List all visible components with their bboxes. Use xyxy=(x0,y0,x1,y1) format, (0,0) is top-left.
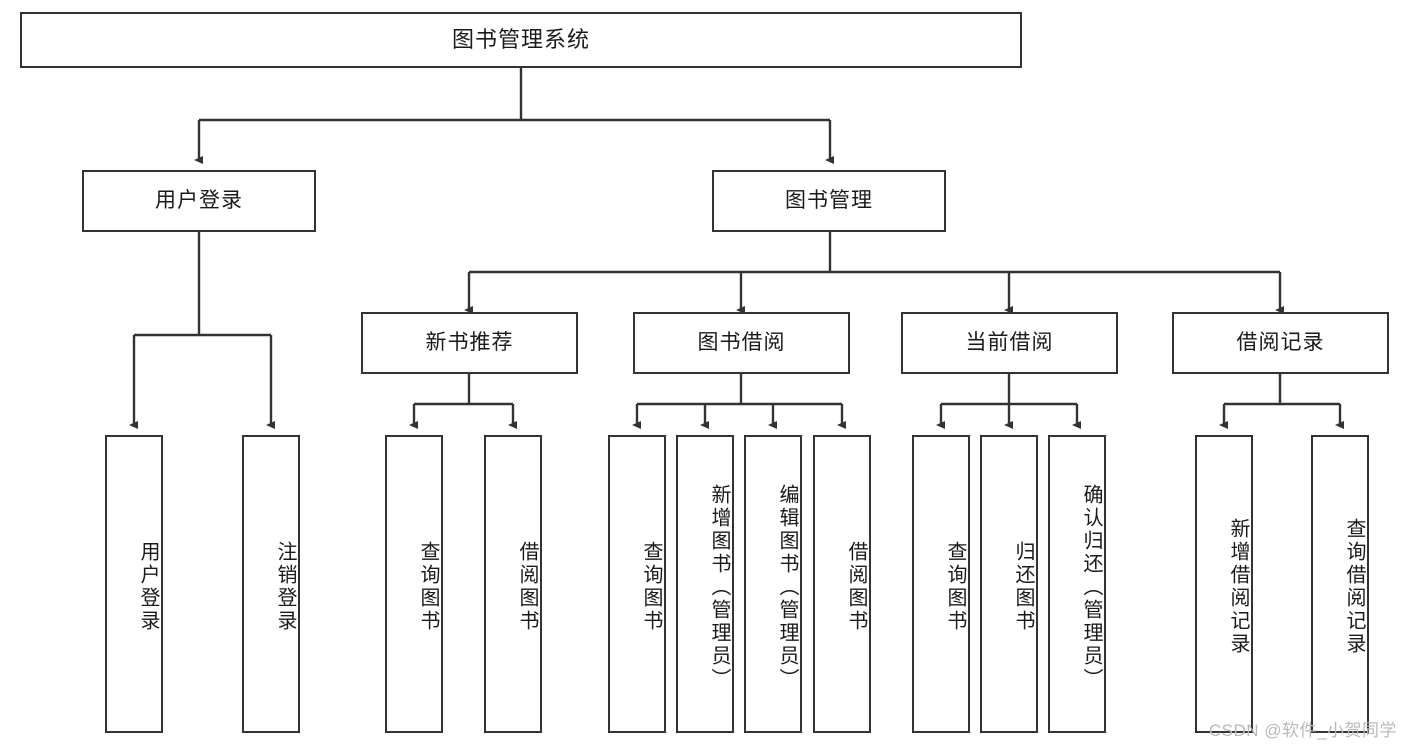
node-label: 借阅记录 xyxy=(1236,331,1325,355)
node-label: 新增借阅记录 xyxy=(1227,518,1249,656)
node-leaf-query-book-current[interactable]: 查询图书 xyxy=(912,435,970,733)
node-leaf-return-book[interactable]: 归还图书 xyxy=(980,435,1038,733)
node-label: 图书管理系统 xyxy=(451,26,590,52)
node-label: 借阅图书 xyxy=(516,541,538,633)
node-label: 确认归还（管理员） xyxy=(1080,483,1102,691)
node-leaf-confirm-return[interactable]: 确认归还（管理员） xyxy=(1048,435,1106,733)
node-label: 查询图书 xyxy=(417,541,439,633)
node-label: 编辑图书（管理员） xyxy=(776,483,798,691)
node-leaf-query-borrow-record[interactable]: 查询借阅记录 xyxy=(1311,435,1369,733)
node-label: 新增图书（管理员） xyxy=(708,483,730,691)
node-label: 图书管理 xyxy=(785,189,873,213)
node-label: 用户登录 xyxy=(137,541,159,633)
node-current-borrow[interactable]: 当前借阅 xyxy=(901,312,1118,374)
node-leaf-add-book[interactable]: 新增图书（管理员） xyxy=(676,435,734,733)
node-label: 查询借阅记录 xyxy=(1343,518,1365,656)
node-leaf-query-book-recommend[interactable]: 查询图书 xyxy=(385,435,443,733)
node-label: 新书推荐 xyxy=(425,331,514,355)
node-leaf-logout-login[interactable]: 注销登录 xyxy=(242,435,300,733)
node-borrow-record[interactable]: 借阅记录 xyxy=(1172,312,1389,374)
node-root-book-management-system[interactable]: 图书管理系统 xyxy=(20,12,1022,68)
node-book-management[interactable]: 图书管理 xyxy=(712,170,946,232)
node-leaf-add-borrow-record[interactable]: 新增借阅记录 xyxy=(1195,435,1253,733)
node-label: 图书借阅 xyxy=(697,331,786,355)
node-leaf-query-book-borrow[interactable]: 查询图书 xyxy=(608,435,666,733)
node-label: 用户登录 xyxy=(155,189,243,213)
node-label: 查询图书 xyxy=(640,541,662,633)
node-leaf-edit-book[interactable]: 编辑图书（管理员） xyxy=(744,435,802,733)
node-leaf-user-login[interactable]: 用户登录 xyxy=(105,435,163,733)
node-user-login[interactable]: 用户登录 xyxy=(82,170,316,232)
node-label: 查询图书 xyxy=(944,541,966,633)
node-leaf-borrow-book[interactable]: 借阅图书 xyxy=(813,435,871,733)
node-label: 注销登录 xyxy=(274,541,296,633)
node-leaf-borrow-book-recommend[interactable]: 借阅图书 xyxy=(484,435,542,733)
node-new-book-recommend[interactable]: 新书推荐 xyxy=(361,312,578,374)
node-label: 归还图书 xyxy=(1012,541,1034,633)
node-label: 当前借阅 xyxy=(965,331,1054,355)
node-book-borrow[interactable]: 图书借阅 xyxy=(633,312,850,374)
node-label: 借阅图书 xyxy=(845,541,867,633)
